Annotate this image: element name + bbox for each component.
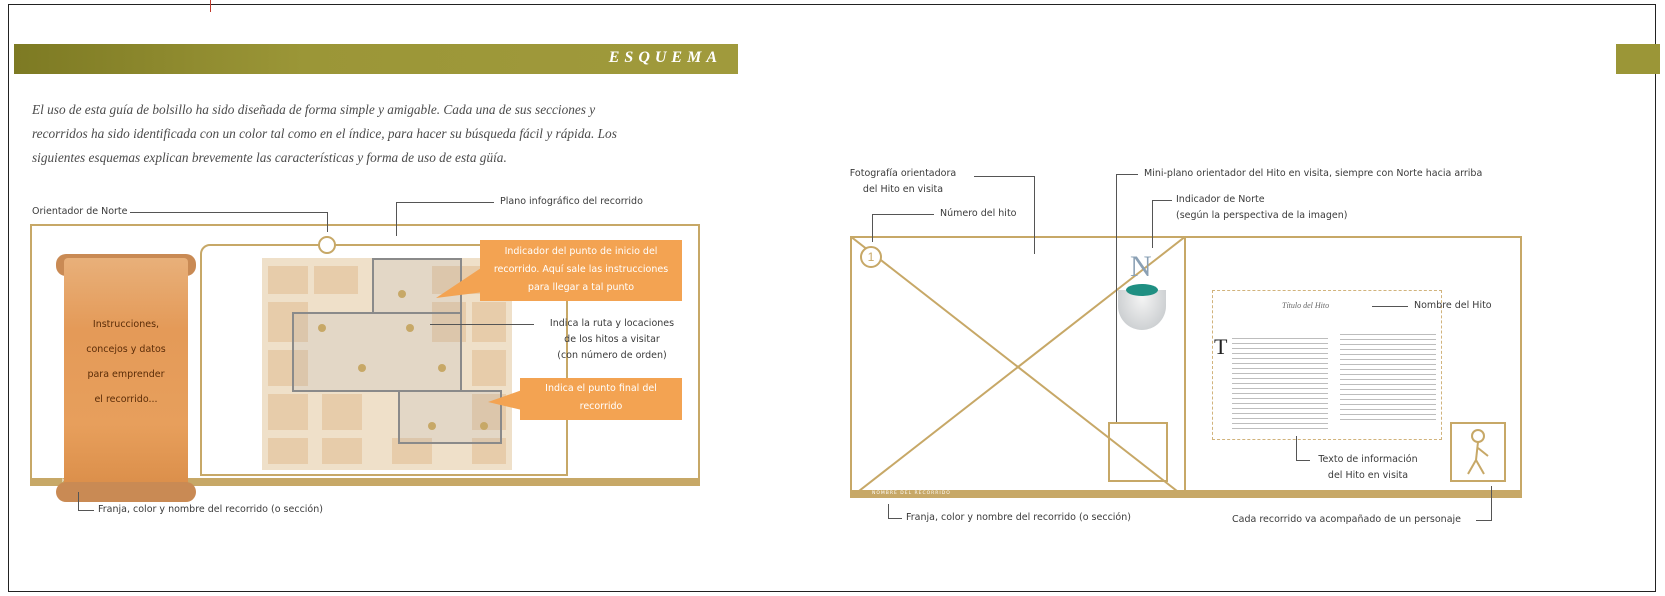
label-orientador-norte: Orientador de Norte bbox=[32, 206, 128, 217]
character-icon bbox=[1467, 429, 1489, 475]
callout-start-point: Indicador del punto de inicio del recorr… bbox=[480, 240, 682, 301]
hito-title-sample: Título del Hito bbox=[1282, 301, 1330, 310]
route-label-line-1: Indica la ruta y locaciones bbox=[549, 318, 675, 329]
sample-text-col-1 bbox=[1232, 338, 1328, 432]
right-strip-text: NOMBRE DEL RECORRIDO bbox=[872, 491, 951, 496]
callout-end-line-2: recorrido bbox=[579, 401, 623, 412]
photo-cross-lines bbox=[850, 236, 1186, 498]
intro-line-3: siguientes esquemas explican brevemente … bbox=[32, 150, 507, 165]
label-texto-informacion: Texto de información del Hito en visita bbox=[1306, 452, 1430, 484]
mini-map-box bbox=[1108, 422, 1168, 482]
intro-line-2: recorridos ha sido identificada con un c… bbox=[32, 126, 617, 141]
texto-info-line-1: Texto de información bbox=[1318, 454, 1418, 465]
route-label-line-3: (con número de orden) bbox=[557, 350, 667, 361]
indicador-norte-line-1: Indicador de Norte bbox=[1176, 194, 1265, 205]
character-box bbox=[1450, 422, 1506, 482]
label-plano-infografico: Plano infográfico del recorrido bbox=[500, 196, 643, 207]
texto-info-line-2: del Hito en visita bbox=[1327, 470, 1409, 481]
scroll-line-2: concejos y datos bbox=[86, 344, 166, 355]
callout-start-pointer bbox=[436, 266, 484, 298]
label-numero-hito: Número del hito bbox=[940, 208, 1017, 219]
north-orientator-icon bbox=[318, 236, 336, 254]
route-markers bbox=[318, 290, 488, 430]
scroll-bottom bbox=[56, 482, 196, 502]
hito-number-badge: 1 bbox=[860, 246, 882, 268]
callout-end-point: Indica el punto final del recorrido bbox=[520, 378, 682, 420]
banner-title: ESQUEMA bbox=[608, 49, 722, 66]
north-gem bbox=[1126, 284, 1158, 296]
left-map-area bbox=[200, 244, 568, 476]
intro-paragraph: El uso de esta guía de bolsillo ha sido … bbox=[32, 98, 722, 170]
sample-text-col-2 bbox=[1340, 334, 1436, 424]
right-route-strip: NOMBRE DEL RECORRIDO bbox=[852, 490, 1520, 498]
callout-end-line-1: Indica el punto final del bbox=[545, 383, 657, 394]
north-indicator: N bbox=[1114, 250, 1170, 330]
indicador-norte-line-2: (según la perspectiva de la imagen) bbox=[1176, 210, 1348, 221]
callout-end-pointer bbox=[488, 390, 522, 410]
callout-start-line-3: para llegar a tal punto bbox=[527, 282, 635, 293]
fotografia-line-2: del Hito en visita bbox=[862, 184, 944, 195]
dropcap: T bbox=[1214, 334, 1228, 359]
text-panel bbox=[1212, 290, 1442, 440]
crop-mark bbox=[210, 0, 211, 12]
label-mini-plano: Mini-plano orientador del Hito en visita… bbox=[1144, 168, 1483, 179]
scroll-line-4: el recorrido... bbox=[94, 394, 158, 405]
label-route: Indica la ruta y locaciones de los hitos… bbox=[532, 316, 692, 364]
callout-start-line-2: recorrido. Aquí sale las instrucciones bbox=[493, 264, 669, 275]
callout-start-line-1: Indicador del punto de inicio del bbox=[504, 246, 658, 257]
label-franja-right: Franja, color y nombre del recorrido (o … bbox=[906, 512, 1131, 523]
section-banner-right bbox=[1616, 44, 1660, 74]
north-base bbox=[1118, 290, 1166, 330]
intro-line-1: El uso de esta guía de bolsillo ha sido … bbox=[32, 102, 596, 117]
section-banner: ESQUEMA bbox=[14, 44, 738, 74]
page-frame bbox=[8, 4, 1656, 592]
route-label-line-2: de los hitos a visitar bbox=[564, 334, 660, 345]
scroll-line-1: Instrucciones, bbox=[92, 319, 160, 330]
north-letter: N bbox=[1130, 250, 1152, 283]
scroll-text: Instrucciones, concejos y datos para emp… bbox=[64, 312, 188, 412]
route-path-bottom bbox=[398, 390, 502, 444]
instructions-scroll bbox=[64, 258, 188, 496]
label-franja-left: Franja, color y nombre del recorrido (o … bbox=[98, 504, 323, 515]
fotografia-line-1: Fotografía orientadora bbox=[849, 168, 957, 179]
scroll-line-3: para emprender bbox=[87, 369, 165, 380]
label-personaje: Cada recorrido va acompañado de un perso… bbox=[1232, 514, 1462, 525]
label-nombre-hito: Nombre del Hito bbox=[1414, 300, 1492, 311]
label-fotografia: Fotografía orientadora del Hito en visit… bbox=[848, 166, 958, 198]
label-indicador-norte: Indicador de Norte (según la perspectiva… bbox=[1176, 192, 1347, 224]
